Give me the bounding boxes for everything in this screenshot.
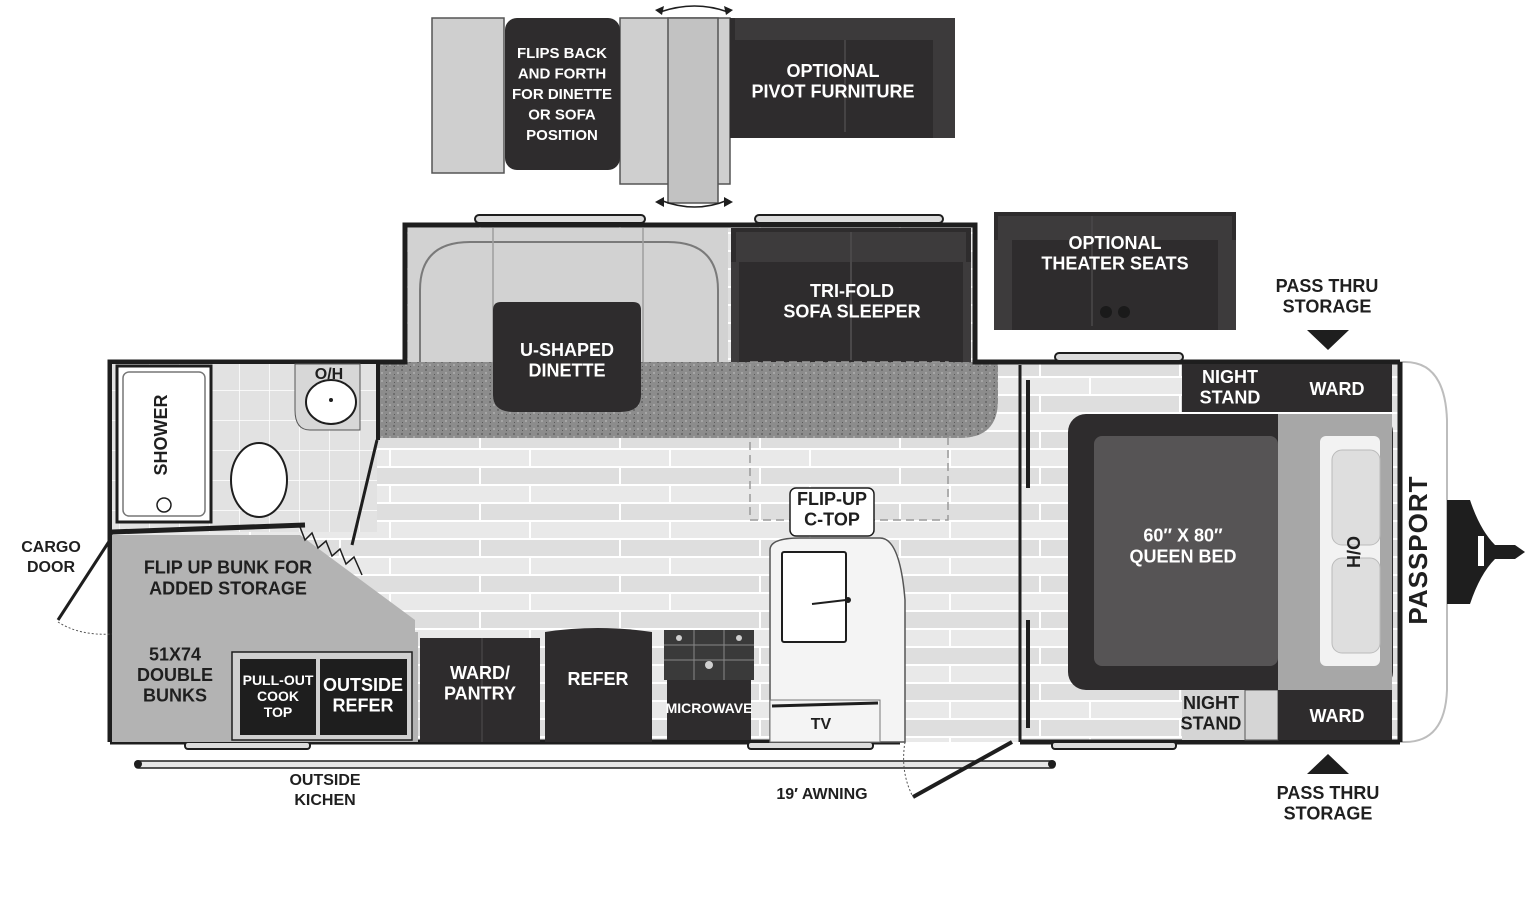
cargo-door [56,539,112,621]
night-stand-top [1182,364,1278,412]
ward-pantry-cabinet [420,638,540,742]
toilet-icon [230,442,288,518]
bunk-ladder [299,526,363,576]
tv-label: TV [811,716,832,733]
wardrobe-bottom [1278,690,1392,740]
pull-out-cooktop [240,659,316,735]
awning-label: 19′ AWNING [776,786,867,803]
pillow-bottom [1331,557,1381,654]
microwave-unit [667,680,751,740]
ward-bottom-label: WARD [1310,706,1365,726]
entry-door [912,740,1013,799]
microwave-label: MICROWAVE [666,700,753,716]
kitchen-sink-icon [781,551,847,643]
shower-drain-icon [156,497,172,513]
refer-label: REFER [567,669,628,689]
tri-fold-sofa [731,228,971,362]
ward-top-label: WARD [1310,379,1365,399]
hitch-icon [1447,500,1525,604]
pass-thru-arrow-top [1307,330,1349,350]
bathroom-door [350,439,379,546]
kitchen [420,537,906,743]
flip-up-bunk [112,535,415,632]
bath-oh-label: O/H [315,366,343,383]
outside-refer-box [320,659,407,735]
flip-ctop-callout [789,487,875,537]
bathroom [112,362,380,546]
queen-bed-label: 60″ X 80″QUEEN BED [1129,525,1236,566]
refrigerator [545,628,652,742]
pivot-flip-seat [505,18,620,170]
pivot-furniture-group [431,5,955,208]
optional-theater-seats [994,212,1236,330]
u-shaped-dinette [408,228,728,412]
tv-icon [771,701,879,708]
dinette-table [493,302,641,412]
shower-label: SHOWER [151,394,171,475]
wardrobe-top [1278,364,1392,412]
ward-pantry-label: WARD/PANTRY [444,663,516,704]
pillow-top [1331,449,1381,546]
queen-mattress [1094,436,1278,666]
brand-logo-label: PASSPORT [1403,475,1433,624]
bed-oh-label: O/H [1343,536,1363,568]
pass-thru-arrow-bottom [1307,754,1349,774]
bedroom [1018,364,1393,742]
awning [134,760,1056,769]
dinette-carpet [378,362,998,438]
